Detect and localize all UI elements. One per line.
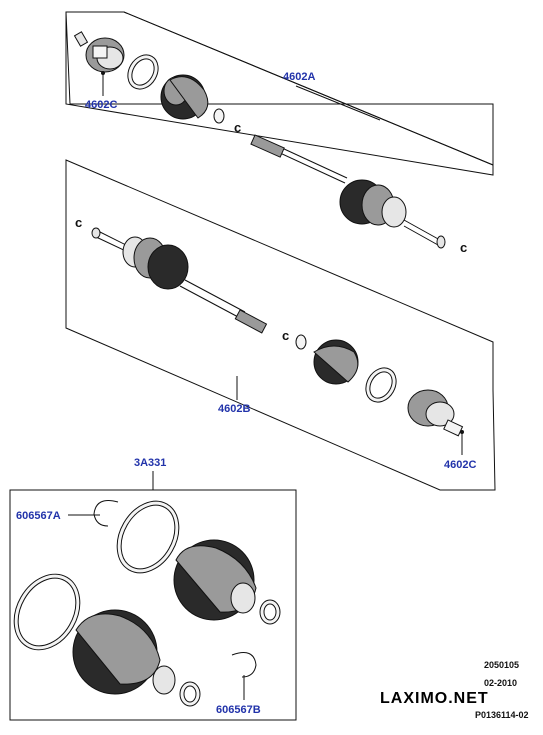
small-clamp-right: [259, 599, 281, 625]
clamp-ring-large-right: [116, 500, 180, 574]
callout-dot: [460, 430, 464, 434]
drawing-code: 2050105: [484, 660, 519, 670]
drive-shaft-4602B: [91, 227, 268, 334]
callout-606567A: 606567A: [16, 510, 61, 522]
spacer-ring-top: [213, 108, 225, 124]
outer-cv-joint-top: [73, 31, 125, 73]
spacer-ring-middle: [295, 334, 307, 350]
circlip-icon: c: [75, 215, 82, 230]
boot-kit-left: [72, 609, 176, 695]
clamp-ring-large-left: [13, 573, 81, 651]
snap-ring-B: [231, 652, 257, 678]
drawing-reference: P0136114-02: [475, 710, 529, 720]
drive-shaft-4602A: [250, 134, 446, 249]
circlip-icon: c: [234, 120, 241, 135]
cv-boot-middle: [313, 339, 359, 385]
circlip-icon: c: [282, 328, 289, 343]
callout-3A331: 3A331: [134, 457, 166, 469]
callout-606567B: 606567B: [216, 704, 261, 716]
callout-4602A: 4602A: [283, 71, 315, 83]
callout-4602C-bottom: 4602C: [444, 459, 476, 471]
boot-kit-right: [173, 539, 257, 621]
boot-clamp-middle: [365, 367, 397, 403]
circlip-icon: c: [460, 240, 467, 255]
watermark-brand: LAXIMO.NET: [380, 690, 489, 707]
panel-4602A: [65, 11, 494, 176]
callout-4602C-top: 4602C: [85, 99, 117, 111]
small-clamp-left: [179, 681, 201, 707]
snap-ring-A: [93, 500, 119, 527]
leader-4602A: [295, 85, 381, 121]
boot-clamp-top: [127, 54, 159, 90]
callout-dot: [101, 71, 105, 75]
cv-boot-top: [160, 74, 209, 120]
panel-4602B: [65, 159, 496, 491]
drawing-date: 02-2010: [484, 678, 517, 688]
outer-cv-joint-bottom: [407, 389, 464, 437]
callout-4602B: 4602B: [218, 403, 250, 415]
